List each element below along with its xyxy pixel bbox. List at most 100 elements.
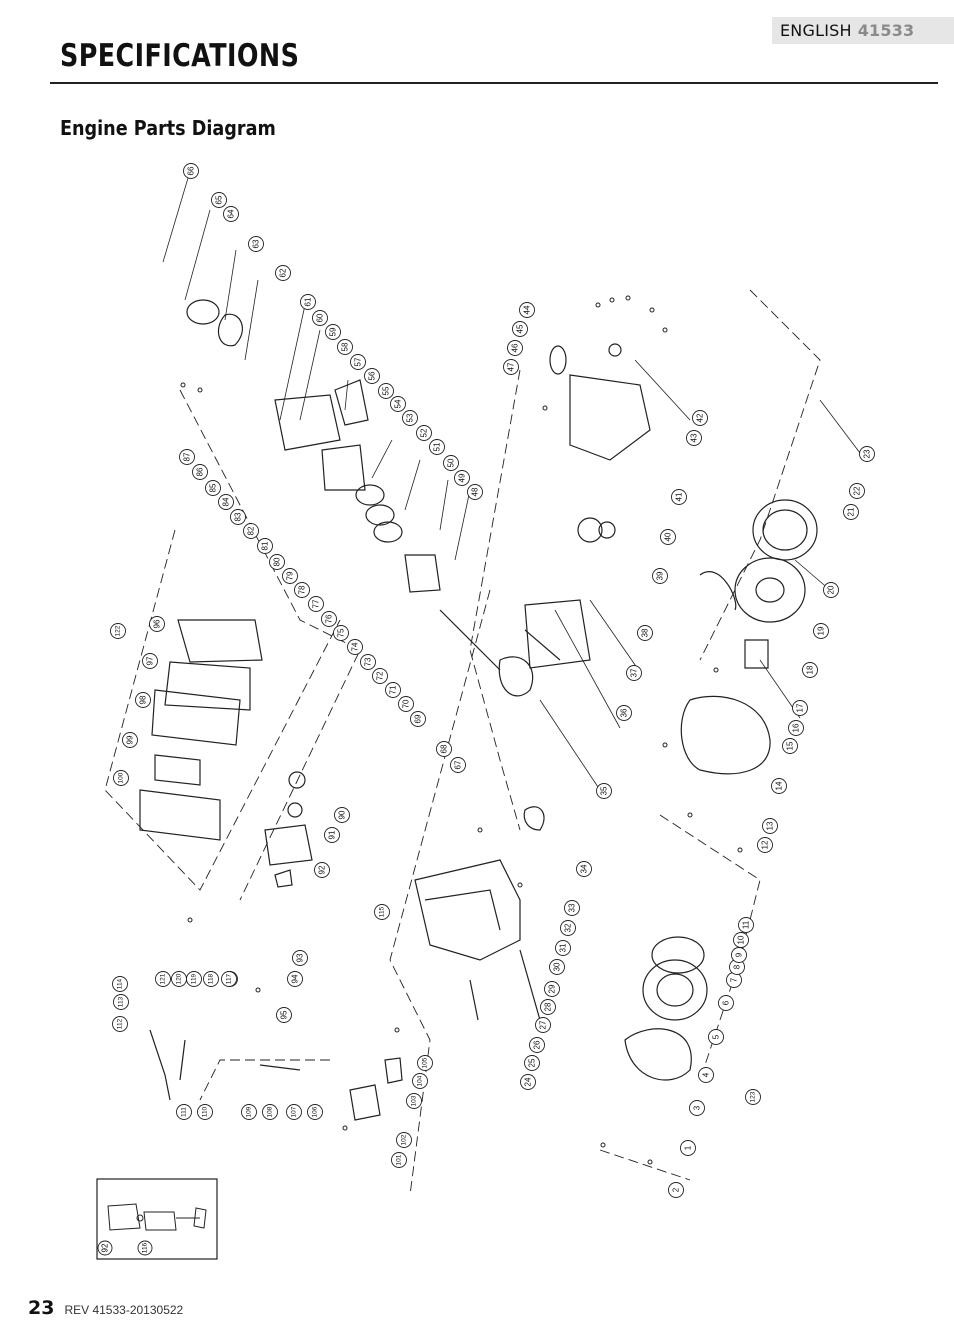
callout-1: 1 — [680, 1140, 696, 1156]
callout-83: 83 — [230, 509, 246, 525]
page-footer: 23 REV 41533-20130522 — [28, 1297, 183, 1319]
callout-circle — [307, 1104, 323, 1120]
callout-circle — [398, 696, 414, 712]
callout-114: 114 — [112, 976, 128, 992]
callout-circle — [802, 662, 818, 678]
callout-63: 63 — [248, 236, 264, 252]
callout-32: 32 — [560, 920, 576, 936]
callout-number: 11 — [742, 920, 751, 929]
callout-35: 35 — [596, 783, 612, 799]
callout-circle — [503, 359, 519, 375]
callout-13: 13 — [762, 818, 778, 834]
callout-number: 26 — [533, 1040, 542, 1049]
callout-circle — [596, 783, 612, 799]
callout-circle — [324, 827, 340, 843]
callout-7: 7 — [726, 972, 742, 988]
callout-number: 32 — [564, 923, 573, 932]
callout-number: 23 — [863, 449, 872, 458]
callout-number: 45 — [516, 324, 525, 333]
callout-66: 66 — [183, 163, 199, 179]
callout-number: 112 — [117, 1018, 124, 1029]
callout-circle — [390, 396, 406, 412]
callout-122: 122 — [110, 623, 126, 639]
callout-6: 6 — [718, 995, 734, 1011]
inset-callout-116: 116 — [137, 1240, 153, 1256]
callout-circle — [564, 900, 580, 916]
callout-64: 64 — [223, 206, 239, 222]
callout-circle — [637, 625, 653, 641]
callout-25: 25 — [524, 1055, 540, 1071]
callout-number: 33 — [568, 903, 577, 912]
callout-circle — [286, 1104, 302, 1120]
callout-circle — [385, 682, 401, 698]
callout-56: 56 — [364, 368, 380, 384]
callout-number: 121 — [160, 973, 167, 984]
callout-circle — [203, 971, 219, 987]
callout-circle — [122, 732, 138, 748]
callout-circle — [155, 971, 171, 987]
callout-number: 15 — [786, 741, 795, 750]
callout-number: 13 — [766, 821, 775, 830]
callout-81: 81 — [257, 538, 273, 554]
callout-circle — [512, 321, 528, 337]
callout-circle — [221, 971, 237, 987]
callout-21: 21 — [843, 504, 859, 520]
callout-number: 34 — [580, 864, 589, 873]
callout-circle — [276, 1007, 292, 1023]
callout-circle — [450, 757, 466, 773]
callout-circle — [325, 324, 341, 340]
callout-number: 67 — [454, 760, 463, 769]
callout-circle — [218, 494, 234, 510]
callout-92: 92 — [314, 862, 330, 878]
callout-number: 44 — [523, 305, 532, 314]
callout-108: 108 — [262, 1104, 278, 1120]
callout-circle — [321, 611, 337, 627]
callout-number: 12 — [761, 840, 770, 849]
callout-number: 62 — [279, 268, 288, 277]
callout-number: 53 — [406, 413, 415, 422]
callout-number: 66 — [187, 166, 196, 175]
callout-number: 123 — [750, 1091, 757, 1102]
callout-number: 119 — [191, 973, 198, 984]
callout-number: 99 — [126, 735, 135, 744]
callout-circle — [718, 995, 734, 1011]
callout-80: 80 — [269, 554, 285, 570]
callout-number: 96 — [153, 619, 162, 628]
callout-number: 92 — [101, 1243, 110, 1252]
callout-37: 37 — [626, 665, 642, 681]
page-number: 23 — [28, 1297, 55, 1319]
callout-58: 58 — [337, 339, 353, 355]
section-title: Engine Parts Diagram — [60, 116, 276, 140]
callout-number: 95 — [280, 1010, 289, 1019]
callout-3: 3 — [689, 1100, 705, 1116]
callout-number: 81 — [261, 541, 270, 550]
callout-65: 65 — [211, 192, 227, 208]
callout-circle — [745, 1089, 761, 1105]
callout-number: 103 — [411, 1095, 418, 1106]
callout-circle — [698, 1067, 714, 1083]
callout-circle — [454, 470, 470, 486]
callout-circle — [257, 538, 273, 554]
callout-circle — [179, 449, 195, 465]
callout-circle — [223, 206, 239, 222]
callout-circle — [292, 950, 308, 966]
callout-115: 115 — [374, 904, 390, 920]
callout-circle — [560, 920, 576, 936]
callout-123: 123 — [745, 1089, 761, 1105]
callout-circle — [312, 310, 328, 326]
callout-circle — [378, 383, 394, 399]
callout-67: 67 — [450, 757, 466, 773]
callout-90: 90 — [334, 807, 350, 823]
callout-circle — [417, 1055, 433, 1071]
callout-circle — [738, 917, 754, 933]
callout-circle — [429, 439, 445, 455]
callout-number: 60 — [316, 313, 325, 322]
callout-circle — [507, 340, 523, 356]
callout-circle — [135, 692, 151, 708]
callout-47: 47 — [503, 359, 519, 375]
callout-76: 76 — [321, 611, 337, 627]
callout-number: 122 — [115, 625, 122, 636]
callout-60: 60 — [312, 310, 328, 326]
callout-circle — [544, 981, 560, 997]
